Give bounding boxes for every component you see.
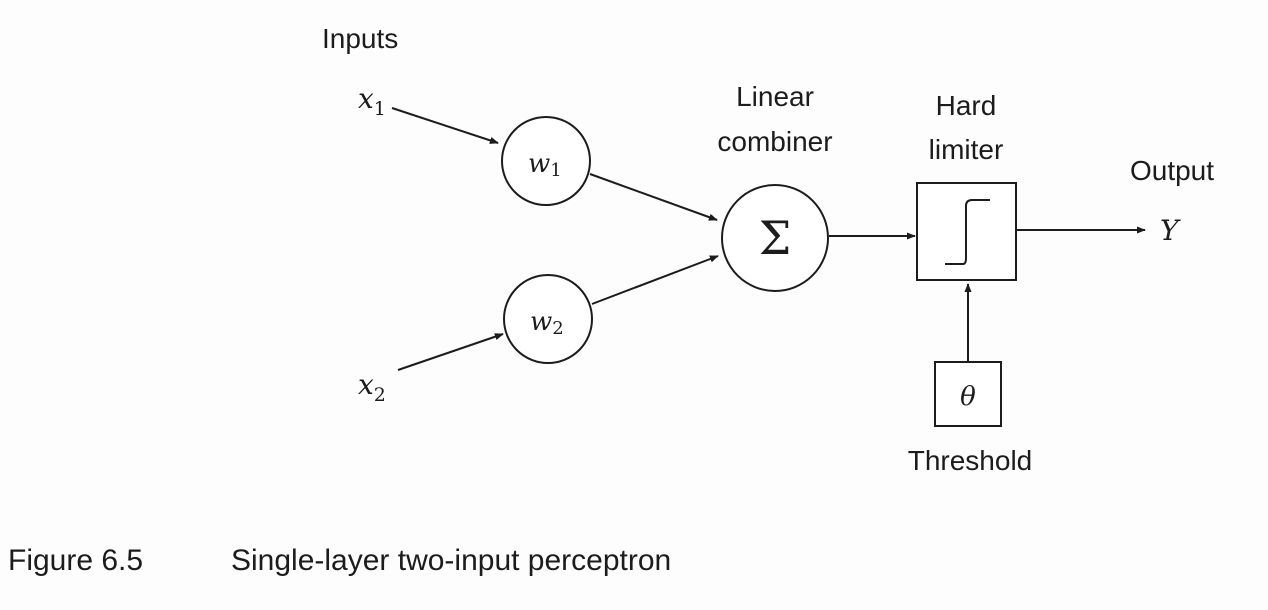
inputs-label: Inputs <box>322 23 398 54</box>
hard-limiter-label-line1: Hard <box>936 90 997 121</box>
weight-node-w1 <box>501 116 591 206</box>
summation-node <box>721 184 829 292</box>
arrow-w2-to-sum <box>591 255 719 305</box>
figure-number: Figure 6.5 <box>8 544 143 577</box>
arrow-x2-to-w2 <box>397 333 504 371</box>
hard-limiter-label-line2: limiter <box>929 134 1004 165</box>
weight-node-w2 <box>503 274 593 364</box>
linear-combiner-label-line1: Linear <box>736 81 814 112</box>
arrow-x1-to-w1 <box>391 107 499 144</box>
weight-w1-label: w1 <box>528 149 562 181</box>
input-x1-label: x1 <box>358 82 386 120</box>
step-function-icon <box>945 199 990 265</box>
output-y-symbol: Y <box>1160 214 1181 247</box>
threshold-label: Threshold <box>908 445 1033 476</box>
input-x2-label: x2 <box>358 368 386 406</box>
figure-caption: Single-layer two-input perceptron <box>231 544 671 577</box>
linear-combiner-label-line2: combiner <box>717 126 832 157</box>
theta-symbol: θ <box>960 382 976 412</box>
arrow-w1-to-sum <box>589 173 718 221</box>
sigma-symbol: Σ <box>759 211 792 265</box>
output-label: Output <box>1130 155 1214 186</box>
threshold-box <box>934 361 1002 427</box>
weight-w2-label: w2 <box>530 307 564 339</box>
